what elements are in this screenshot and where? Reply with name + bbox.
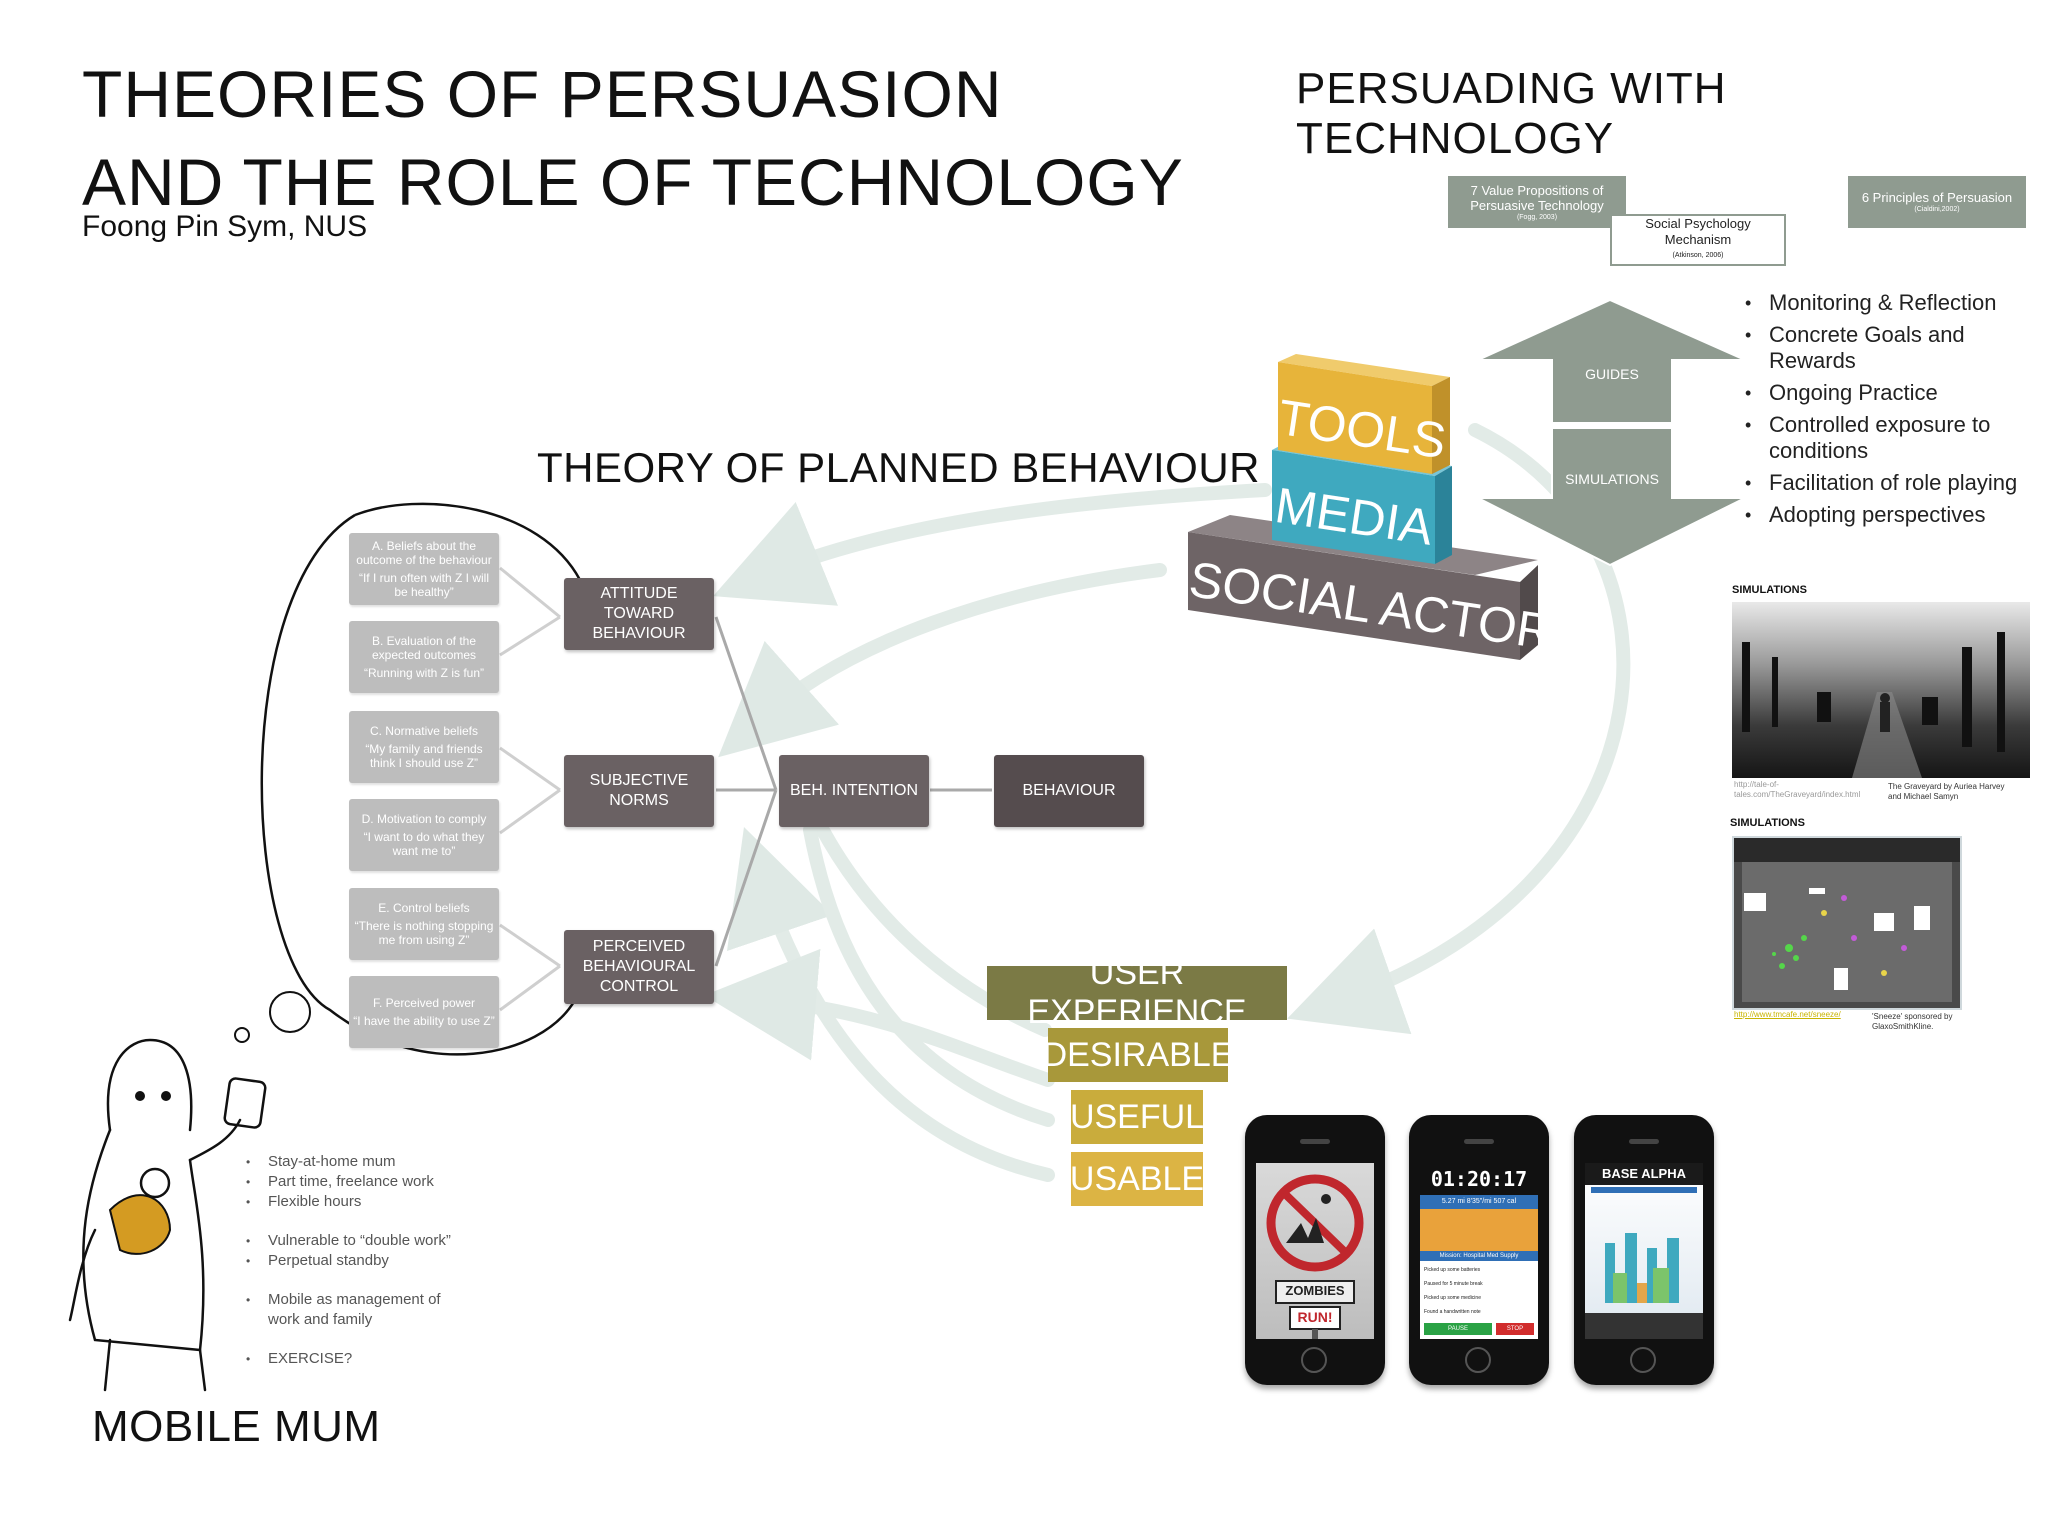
- bullet-item: Ongoing Practice: [1745, 380, 2045, 406]
- belief-head: B. Evaluation of the expected outcomes: [371, 634, 477, 662]
- mobile-mum-title: MOBILE MUM: [92, 1402, 381, 1451]
- belief-quote: “My family and friends think I should us…: [365, 742, 483, 770]
- base-progress: [1591, 1187, 1697, 1193]
- run-label: RUN!: [1297, 1309, 1333, 1325]
- ux-useful: USEFUL: [1070, 1090, 1204, 1144]
- subjective-norms-box: SUBJECTIVE NORMS: [564, 755, 714, 827]
- principles-box: 6 Principles of Persuasion (Cialdini,200…: [1848, 176, 2026, 228]
- pause-button[interactable]: PAUSE: [1424, 1323, 1492, 1335]
- value-props-box: 7 Value Propositions of Persuasive Techn…: [1448, 176, 1626, 228]
- title-line-1: THEORIES OF PERSUASION: [82, 57, 1003, 131]
- timer-screen: 01:20:17 5.27 mi 8'35"/mi 507 cal Missio…: [1420, 1163, 1538, 1339]
- mission-list: Picked up some batteries Paused for 5 mi…: [1424, 1263, 1534, 1319]
- stop-button[interactable]: STOP: [1496, 1323, 1534, 1335]
- belief-quote: “I have the ability to use Z”: [353, 1014, 495, 1028]
- belief-head: C. Normative beliefs: [369, 724, 479, 738]
- belief-b: B. Evaluation of the expected outcomes “…: [349, 621, 499, 693]
- belief-a: A. Beliefs about the outcome of the beha…: [349, 533, 499, 605]
- simulations-arrow-label: SIMULATIONS: [1565, 471, 1659, 487]
- base-alpha-title: BASE ALPHA: [1585, 1163, 1703, 1185]
- bullet-item: Adopting perspectives: [1745, 502, 2045, 528]
- persuasion-triad-blocks: [1188, 354, 1538, 660]
- mission-row: Paused for 5 minute break: [1424, 1281, 1483, 1287]
- graveyard-screenshot: [1732, 602, 2030, 778]
- tpb-title: THEORY OF PLANNED BEHAVIOUR: [537, 444, 1260, 491]
- base-alpha-screen: BASE ALPHA: [1585, 1163, 1703, 1339]
- phone-base-alpha: BASE ALPHA: [1574, 1115, 1714, 1385]
- belief-quote: “I want to do what they want me to”: [363, 830, 485, 858]
- mum-list-item: Mobile as management of work and family: [240, 1290, 470, 1330]
- section-title-persuading: PERSUADING WITH TECHNOLOGY: [1296, 64, 1727, 163]
- mission-row: Picked up some medicine: [1424, 1295, 1481, 1301]
- mission-row: Found a handwritten note: [1424, 1309, 1481, 1315]
- belief-c: C. Normative beliefs “My family and frie…: [349, 711, 499, 783]
- attitude-box: ATTITUDE TOWARD BEHAVIOUR: [564, 578, 714, 650]
- simulations-arrow: [1477, 427, 1746, 567]
- bullet-item: Concrete Goals and Rewards: [1745, 322, 2045, 374]
- ux-desirable: DESIRABLE: [1043, 1028, 1233, 1082]
- mission-title: Mission: Hospital Med Supply: [1420, 1251, 1538, 1261]
- mission-row: Picked up some batteries: [1424, 1267, 1481, 1273]
- sneeze-screenshot: [1732, 836, 1962, 1010]
- belief-e: E. Control beliefs “There is nothing sto…: [349, 888, 499, 960]
- zombies-label: ZOMBIES: [1285, 1283, 1345, 1298]
- mum-list-item: Vulnerable to “double work”: [240, 1231, 470, 1251]
- mum-list-item: Part time, freelance work: [240, 1172, 470, 1192]
- graveyard-link[interactable]: http://tale-of-tales.com/TheGraveyard/in…: [1734, 780, 1861, 799]
- simulation-bullets: Monitoring & Reflection Concrete Goals a…: [1745, 290, 2045, 534]
- intention-box: BEH. INTENTION: [779, 755, 929, 827]
- author: Foong Pin Sym, NUS: [82, 210, 368, 243]
- behaviour-box: BEHAVIOUR: [994, 755, 1144, 827]
- sneeze-caption: 'Sneeze' sponsored by GlaxoSmithKline.: [1872, 1012, 1953, 1031]
- bullet-item: Controlled exposure to conditions: [1745, 412, 2045, 464]
- belief-quote: “There is nothing stopping me from using…: [354, 919, 494, 947]
- belief-head: E. Control beliefs: [378, 901, 470, 915]
- timer-display: 01:20:17: [1420, 1163, 1538, 1195]
- mum-list-item: Stay-at-home mum: [240, 1152, 470, 1172]
- value-props-label: 7 Value Propositions of Persuasive Techn…: [1470, 182, 1604, 213]
- belief-quote: “If I run often with Z I will be healthy…: [358, 571, 490, 599]
- mum-list-item: Flexible hours: [240, 1192, 470, 1212]
- mobile-mum-sketch: [68, 1038, 267, 1392]
- zombies-screen: ZOMBIES RUN!: [1256, 1163, 1374, 1339]
- belief-head: A. Beliefs about the outcome of the beha…: [356, 539, 492, 567]
- principles-cite: (Cialdini,2002): [1914, 206, 1960, 213]
- bullet-item: Monitoring & Reflection: [1745, 290, 2045, 316]
- simulations-label-2: SIMULATIONS: [1730, 817, 1805, 829]
- guides-arrow: [1477, 298, 1746, 424]
- bullet-item: Facilitation of role playing: [1745, 470, 2045, 496]
- main-title: THEORIES OF PERSUASION AND THE ROLE OF T…: [82, 50, 1184, 226]
- thought-bubble: [260, 513, 577, 1056]
- mechanism-label: Social Psychology Mechanism: [1645, 216, 1751, 247]
- mechanism-cite: (Atkinson, 2006): [1672, 252, 1724, 259]
- value-props-cite: (Fogg, 2003): [1516, 213, 1558, 221]
- mobile-mum-list: Stay-at-home mum Part time, freelance wo…: [240, 1152, 470, 1369]
- title-line-2: AND THE ROLE OF TECHNOLOGY: [82, 145, 1184, 219]
- pbc-box: PERCEIVED BEHAVIOURAL CONTROL: [564, 930, 714, 1004]
- phone-timer: 01:20:17 5.27 mi 8'35"/mi 507 cal Missio…: [1409, 1115, 1549, 1385]
- belief-head: F. Perceived power: [372, 996, 476, 1010]
- mechanism-box: Social Psychology Mechanism (Atkinson, 2…: [1610, 214, 1786, 266]
- graveyard-caption: The Graveyard by Auriea Harvey and Micha…: [1888, 782, 2005, 801]
- belief-f: F. Perceived power “I have the ability t…: [349, 976, 499, 1048]
- phone-zombies: ZOMBIES RUN!: [1245, 1115, 1385, 1385]
- principles-label: 6 Principles of Persuasion: [1861, 190, 2013, 205]
- guides-label: GUIDES: [1585, 366, 1639, 382]
- mum-list-item: Perpetual standby: [240, 1251, 470, 1271]
- timer-map: [1420, 1209, 1538, 1251]
- timer-stats: 5.27 mi 8'35"/mi 507 cal: [1420, 1195, 1538, 1209]
- belief-quote: “Running with Z is fun”: [363, 666, 485, 680]
- ux-user-experience: USER EXPERIENCE: [987, 954, 1287, 1031]
- sneeze-link[interactable]: http://www.tmcafe.net/sneeze/: [1734, 1010, 1841, 1019]
- simulations-label-1: SIMULATIONS: [1732, 584, 1807, 596]
- ux-usable: USABLE: [1070, 1152, 1204, 1206]
- belief-head: D. Motivation to comply: [361, 812, 487, 826]
- belief-d: D. Motivation to comply “I want to do wh…: [349, 799, 499, 871]
- mum-list-item: EXERCISE?: [240, 1349, 470, 1369]
